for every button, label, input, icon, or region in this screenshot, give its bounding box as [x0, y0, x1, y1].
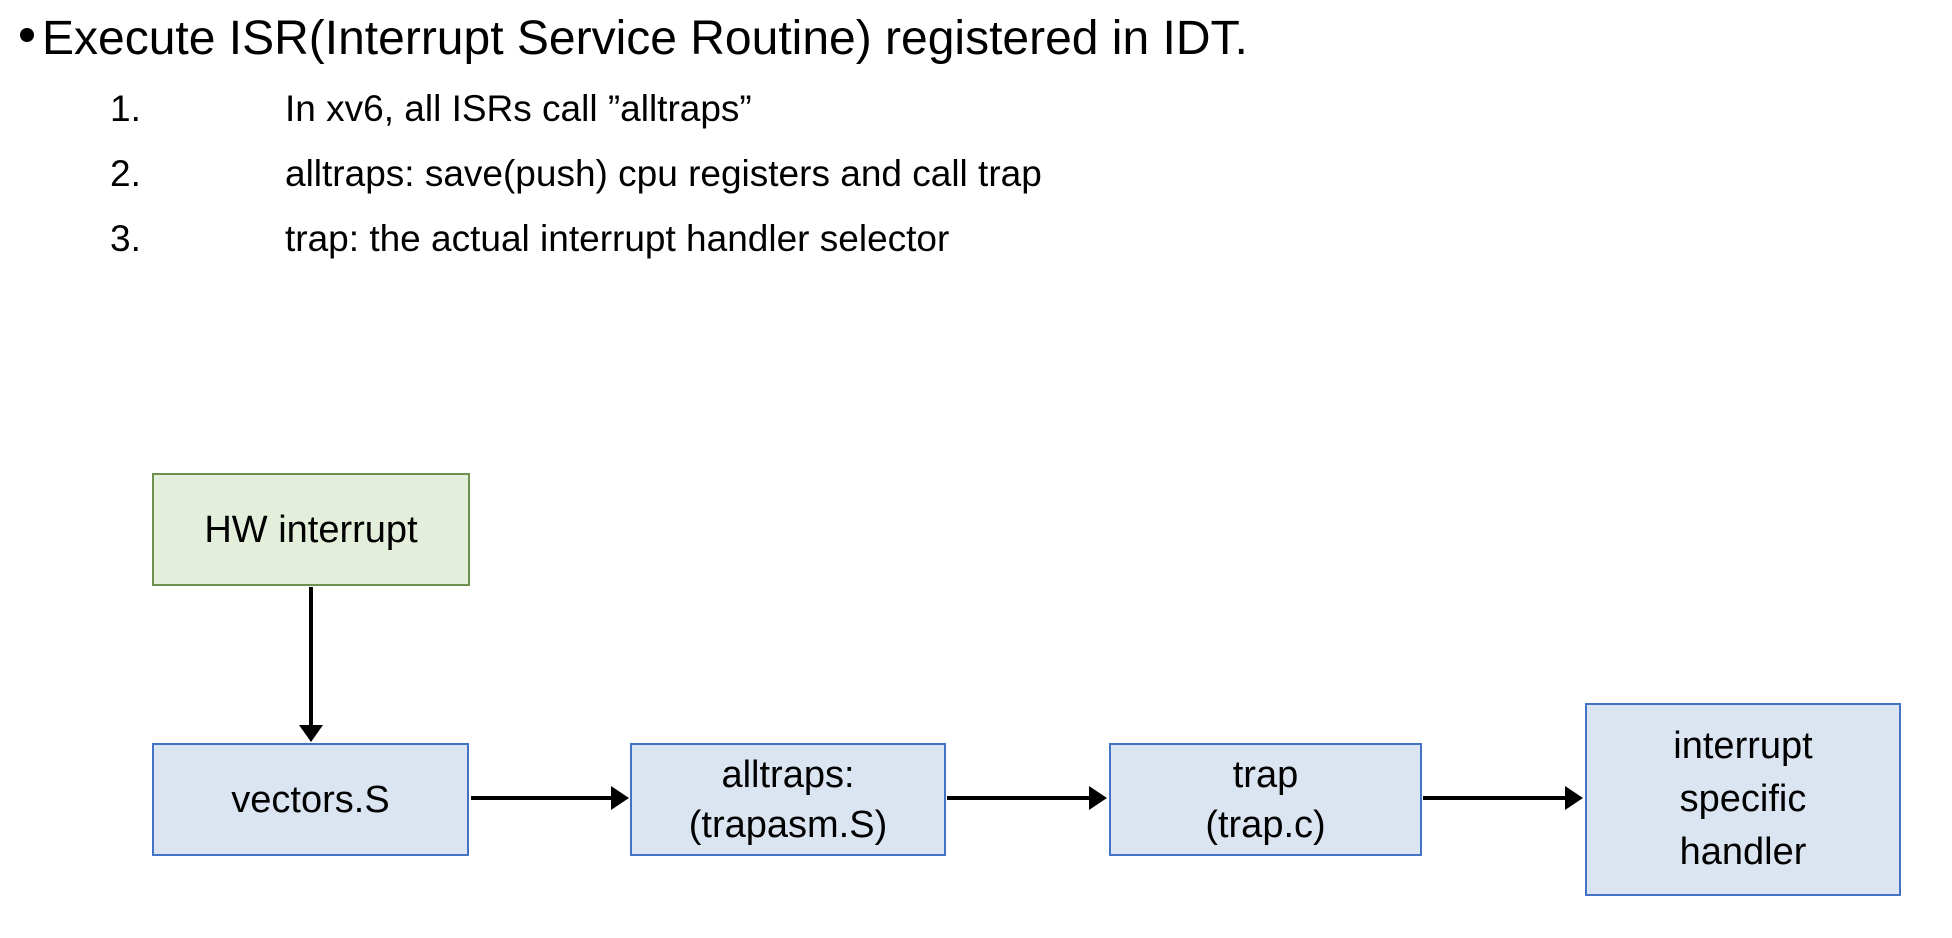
- node-interrupt-specific-handler: interrupt specific handler: [1585, 703, 1901, 896]
- list-item-number: 2.: [110, 153, 141, 194]
- list-item-3: 3. trap: the actual interrupt handler sel…: [110, 216, 949, 262]
- node-line: alltraps:: [721, 753, 855, 796]
- list-item-text: trap: the actual interrupt handler selec…: [285, 218, 950, 259]
- arrow-alltraps-to-trap: [947, 786, 1107, 810]
- list-item-1: 1. In xv6, all ISRs call ”alltraps”: [110, 86, 752, 132]
- arrow-vectors-to-alltraps: [471, 786, 629, 810]
- arrow-hw-to-vectors: [299, 587, 323, 742]
- node-line: handler: [1679, 831, 1807, 873]
- list-item-text: In xv6, all ISRs call ”alltraps”: [285, 88, 752, 129]
- node-trap: trap (trap.c): [1109, 743, 1422, 856]
- node-line: (trapasm.S): [688, 803, 888, 846]
- node-line: interrupt: [1673, 725, 1813, 767]
- node-hw-interrupt: HW interrupt: [152, 473, 470, 586]
- list-item-number: 3.: [110, 218, 141, 259]
- node-line: vectors.S: [231, 778, 390, 821]
- node-vectors: vectors.S: [152, 743, 469, 856]
- list-item-number: 1.: [110, 88, 141, 129]
- node-line: specific: [1679, 778, 1807, 820]
- page-title: Execute ISR(Interrupt Service Routine) r…: [42, 12, 1248, 65]
- list-item-2: 2. alltraps: save(push) cpu registers and…: [110, 151, 1042, 197]
- node-line: (trap.c): [1205, 803, 1326, 846]
- node-line: HW interrupt: [204, 508, 418, 551]
- arrow-trap-to-handler: [1423, 786, 1583, 810]
- bullet-icon: [20, 28, 34, 42]
- list-item-text: alltraps: save(push) cpu registers and c…: [285, 153, 1042, 194]
- node-alltraps: alltraps: (trapasm.S): [630, 743, 946, 856]
- node-line: trap: [1232, 753, 1299, 796]
